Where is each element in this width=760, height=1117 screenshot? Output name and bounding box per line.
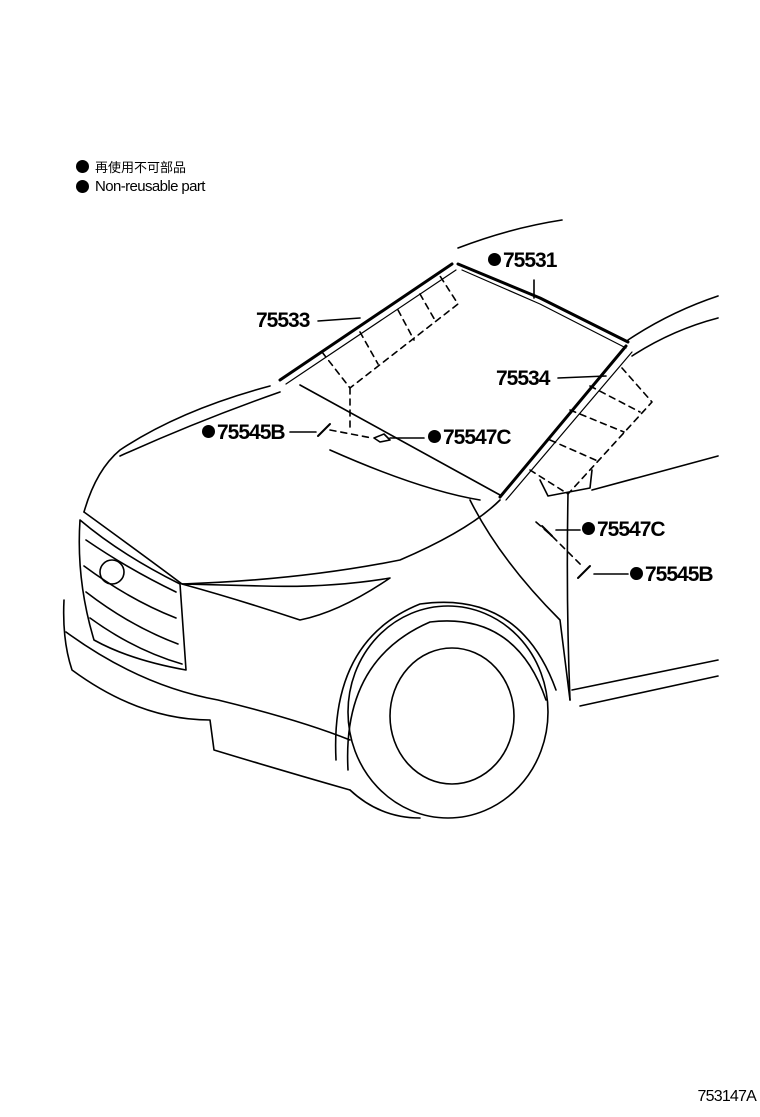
part-label-75547c-top: 75547C (428, 426, 512, 450)
tire (347, 605, 549, 819)
right-glass-region (529, 367, 653, 495)
clip-75547c-top (373, 433, 391, 443)
emblem (99, 559, 125, 585)
right-pillar-molding-75534 (498, 344, 628, 499)
wheel-rim (389, 647, 515, 785)
part-label-75545b-top: 75545B (202, 421, 286, 445)
legend-row-japanese: 再使用不可部品 (76, 156, 205, 176)
clip-75545b-side (577, 565, 591, 579)
part-label-75534: 75534 (496, 367, 550, 391)
bullet-icon (582, 522, 595, 535)
hood-front-edge (83, 499, 501, 585)
part-number: 75545B (217, 421, 286, 444)
bullet-icon (76, 179, 89, 193)
part-number: 75533 (256, 309, 310, 332)
windshield-molding-75531 (456, 262, 630, 344)
clip-75547c-side (541, 525, 553, 537)
front-bumper (62, 599, 351, 791)
part-label-75545b-side: 75545B (630, 563, 714, 587)
part-number: 75547C (597, 518, 666, 541)
legend-row-english: Non-reusable part (76, 176, 205, 196)
roof-outline (457, 219, 563, 249)
legend: 再使用不可部品 Non-reusable part (76, 156, 205, 196)
bullet-icon (202, 425, 215, 438)
part-label-75531: 75531 (488, 249, 557, 273)
roof-rear-line (627, 295, 719, 341)
left-glass-region (321, 275, 459, 389)
part-number: 75547C (443, 426, 512, 449)
bullet-icon (76, 159, 89, 173)
left-pillar-molding-75533 (278, 262, 454, 382)
wheel-arch (334, 601, 557, 761)
part-number: 75531 (503, 249, 557, 272)
door-top-line (631, 317, 719, 357)
part-label-75533: 75533 (256, 309, 310, 333)
headlight (181, 577, 391, 621)
clip-75545b-top (317, 423, 331, 437)
legend-english-text: Non-reusable part (95, 177, 205, 195)
bullet-icon (488, 253, 501, 266)
part-number: 75534 (496, 367, 550, 390)
part-number: 75545B (645, 563, 714, 586)
grille-outline (78, 519, 187, 671)
fender-line (469, 499, 571, 701)
bullet-icon (428, 430, 441, 443)
windshield-lower-edge (299, 384, 501, 496)
bullet-icon (630, 567, 643, 580)
figure-id: 753147A (697, 1088, 757, 1105)
hood-outline (83, 385, 271, 513)
part-label-75547c-side: 75547C (582, 518, 666, 542)
legend-japanese-text: 再使用不可部品 (95, 160, 187, 176)
